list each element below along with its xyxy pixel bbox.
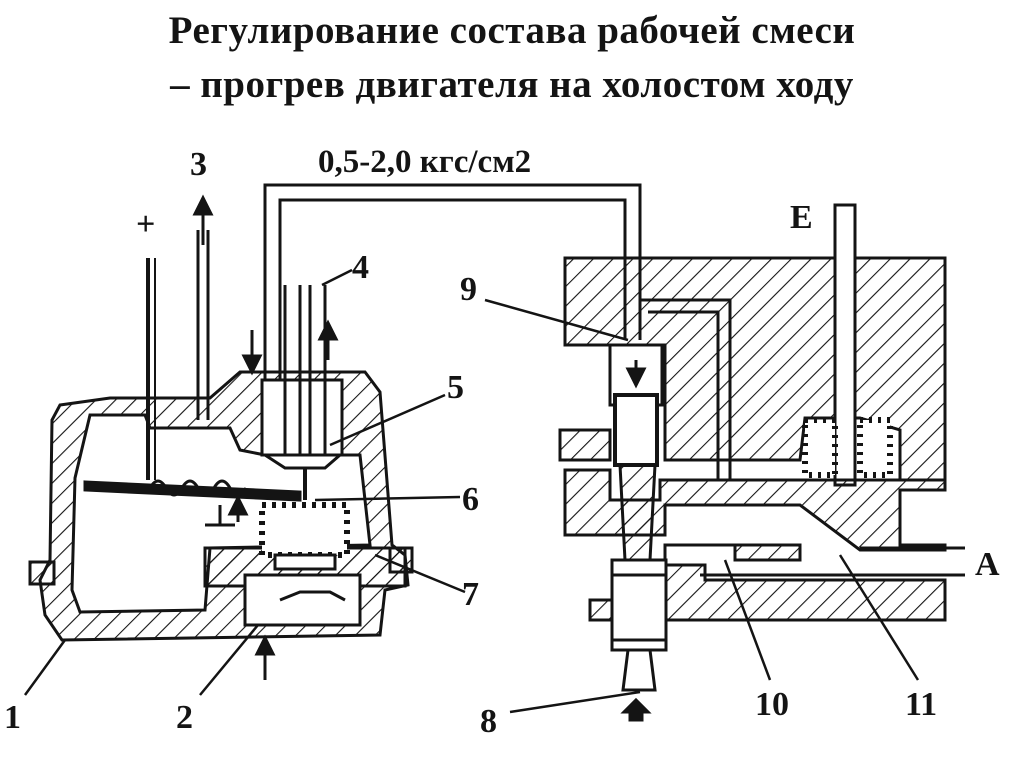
valve-spring <box>259 502 350 558</box>
flow-arrows-left <box>192 194 339 680</box>
label-4: 4 <box>352 249 369 286</box>
heater-coil <box>148 479 248 497</box>
leader-lines <box>23 268 920 714</box>
label-1: 1 <box>4 699 21 736</box>
label-10: 10 <box>755 686 789 723</box>
fuel-inlet-chamber <box>243 573 362 627</box>
title-line-2: – прогрев двигателя на холостом ходу <box>170 63 854 106</box>
pressure-label: 0,5-2,0 кгс/см2 <box>318 144 531 180</box>
label-8: 8 <box>480 703 497 740</box>
flow-arrows-right <box>620 360 652 722</box>
title-line-1: Регулирование состава рабочей смеси <box>168 9 856 52</box>
warmup-regulator <box>28 230 414 642</box>
label-plus: + <box>136 206 155 243</box>
diagram-title: Регулирование состава рабочей смеси – пр… <box>0 4 1024 112</box>
label-e: E <box>790 199 813 236</box>
label-6: 6 <box>462 481 479 518</box>
label-2: 2 <box>176 699 193 736</box>
label-3: 3 <box>190 146 207 183</box>
distributor-lower-body <box>588 543 947 622</box>
label-11: 11 <box>905 686 937 723</box>
fuel-distributor <box>558 203 965 692</box>
label-9: 9 <box>460 271 477 308</box>
label-5: 5 <box>447 369 464 406</box>
label-7: 7 <box>462 576 479 613</box>
label-a: A <box>975 546 1000 583</box>
